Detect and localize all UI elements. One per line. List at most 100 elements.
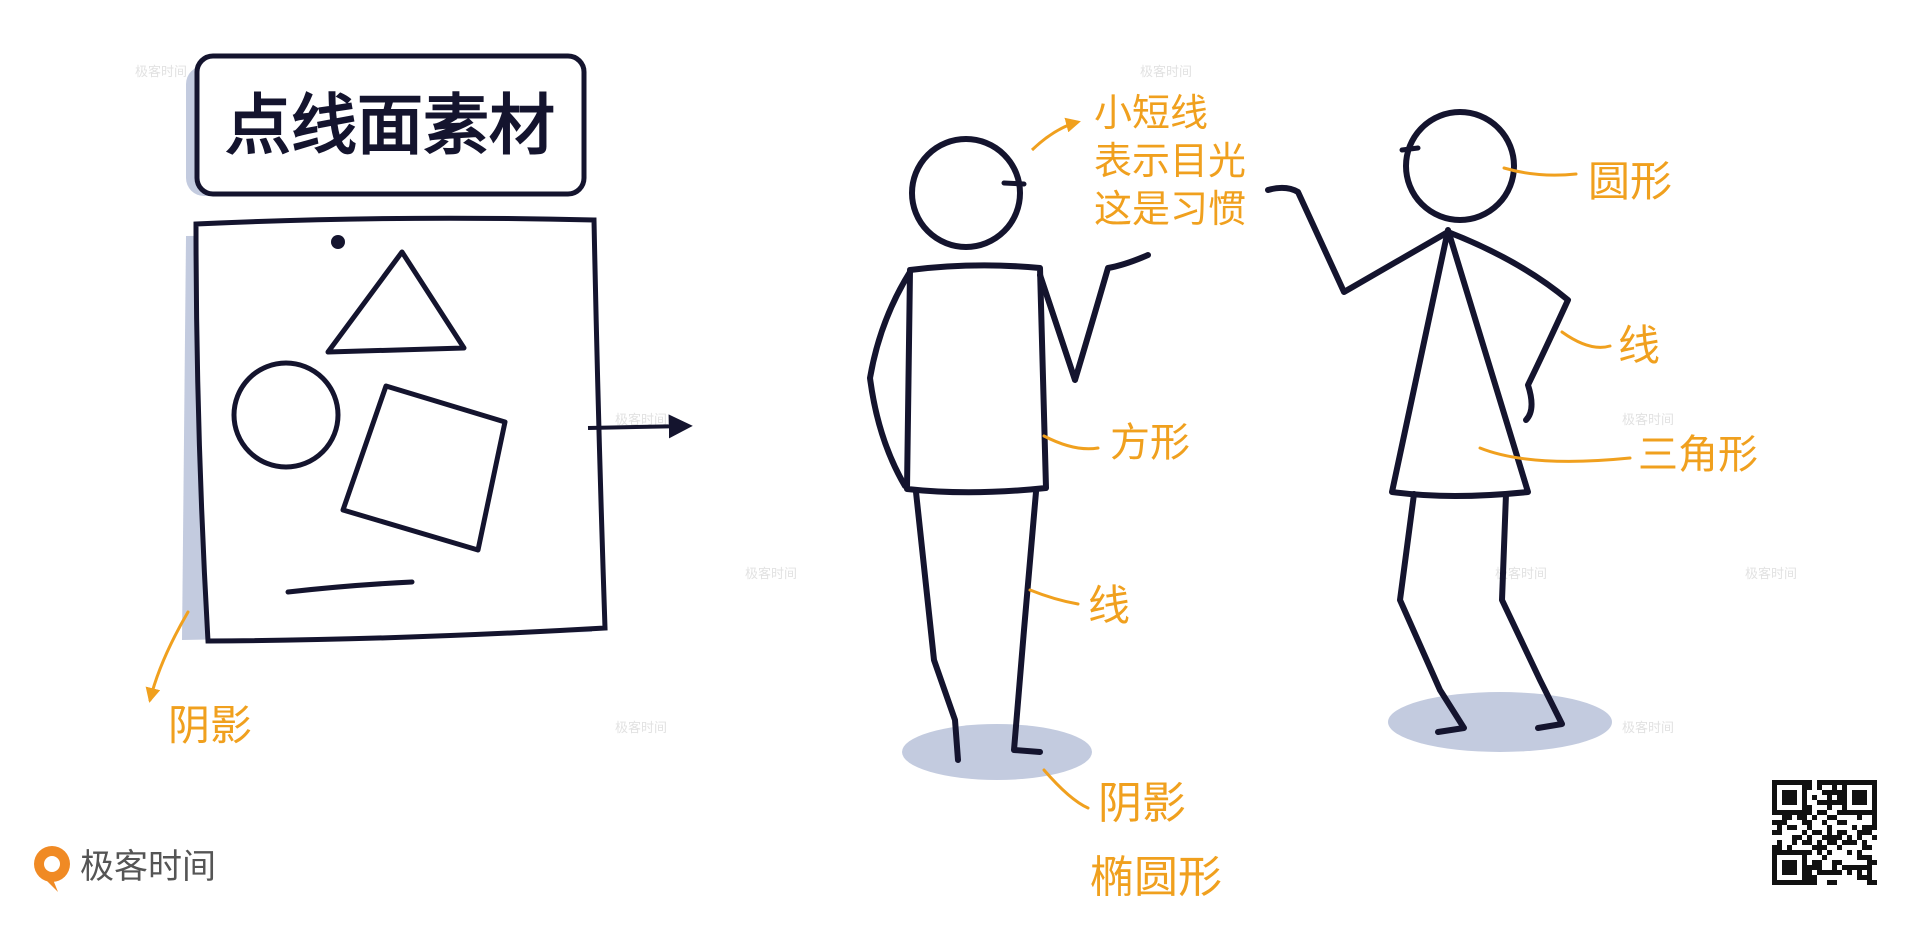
figure-right-ground-shadow (1388, 692, 1612, 752)
qr-module (1822, 835, 1827, 840)
qr-module (1772, 880, 1777, 885)
qr-module (1827, 880, 1832, 885)
qr-module (1787, 860, 1792, 865)
qr-module (1787, 845, 1792, 850)
qr-module (1872, 795, 1877, 800)
qr-module (1772, 790, 1777, 795)
leg-line-label: 线 (1088, 581, 1130, 630)
qr-module (1787, 790, 1792, 795)
qr-module (1802, 875, 1807, 880)
qr-module (1817, 780, 1822, 785)
qr-module (1847, 840, 1852, 845)
panel-shadow-pointer (145, 610, 190, 703)
qr-module (1797, 835, 1802, 840)
eye-note-pointer (1030, 117, 1081, 152)
qr-module (1832, 800, 1837, 805)
qr-module (1787, 780, 1792, 785)
qr-module (1822, 845, 1827, 850)
qr-module (1842, 865, 1847, 870)
watermark: 极客时间 (615, 720, 667, 736)
qr-module (1802, 785, 1807, 790)
qr-module (1812, 865, 1817, 870)
qr-module (1852, 825, 1857, 830)
qr-module (1782, 780, 1787, 785)
qr-module (1852, 790, 1857, 795)
qr-module (1857, 850, 1862, 855)
circle-label: 圆形 (1588, 157, 1672, 206)
qr-module (1792, 850, 1797, 855)
figure-left-leg-left (913, 489, 961, 763)
qr-module (1847, 870, 1852, 875)
qr-module (1852, 780, 1857, 785)
qr-module (1792, 825, 1797, 830)
figure-right-leg-right (1499, 491, 1565, 731)
qr-module (1832, 790, 1837, 795)
figure-left-ground-shadow (902, 724, 1092, 780)
qr-module (1827, 805, 1832, 810)
qr-module (1847, 835, 1852, 840)
qr-module (1802, 805, 1807, 810)
qr-module (1802, 810, 1807, 815)
qr-module (1812, 860, 1817, 865)
qr-module (1777, 880, 1782, 885)
qr-module (1782, 820, 1787, 825)
qr-module (1812, 880, 1817, 885)
qr-module (1842, 840, 1847, 845)
qr-module (1797, 850, 1802, 855)
qr-module (1792, 835, 1797, 840)
qr-module (1807, 820, 1812, 825)
qr-module (1802, 840, 1807, 845)
qr-module (1867, 855, 1872, 860)
qr-module (1797, 780, 1802, 785)
ellipse-label: 椭圆形 (1090, 852, 1222, 903)
qr-module (1842, 810, 1847, 815)
qr-module (1812, 830, 1817, 835)
qr-module (1827, 815, 1832, 820)
qr-module (1872, 835, 1877, 840)
qr-module (1827, 780, 1832, 785)
qr-module (1797, 880, 1802, 885)
qr-module (1827, 800, 1832, 805)
qr-module (1807, 880, 1812, 885)
qr-module (1802, 795, 1807, 800)
qr-module (1832, 785, 1837, 790)
qr-module (1857, 800, 1862, 805)
qr-module (1852, 800, 1857, 805)
qr-code-icon (1770, 778, 1882, 890)
qr-module (1817, 860, 1822, 865)
qr-module (1817, 830, 1822, 835)
qr-module (1782, 880, 1787, 885)
watermark: 极客时间 (745, 566, 797, 582)
qr-module (1857, 830, 1862, 835)
qr-module (1787, 825, 1792, 830)
figure-left-leg-right (1011, 489, 1043, 755)
qr-module (1872, 790, 1877, 795)
qr-module (1872, 805, 1877, 810)
title-text: 点线面素材 (225, 87, 555, 164)
panel-frame (193, 215, 608, 644)
circle-pointer (1502, 166, 1578, 177)
qr-module (1847, 810, 1852, 815)
qr-module (1832, 835, 1837, 840)
figure-right-body-triangle (1389, 227, 1531, 499)
qr-module (1837, 800, 1842, 805)
eye-note-line2: 表示目光 (1094, 139, 1246, 183)
qr-module (1847, 780, 1852, 785)
qr-module (1792, 865, 1797, 870)
figure-right-leg-left (1397, 491, 1467, 735)
line-shape (285, 579, 415, 595)
qr-module (1827, 870, 1832, 875)
qr-module (1872, 815, 1877, 820)
qr-module (1867, 810, 1872, 815)
qr-module (1872, 810, 1877, 815)
qr-module (1827, 850, 1832, 855)
qr-module (1807, 850, 1812, 855)
qr-module (1827, 830, 1832, 835)
qr-module (1782, 860, 1787, 865)
qr-module (1772, 805, 1777, 810)
arm-line-pointer (1560, 330, 1612, 349)
qr-module (1777, 850, 1782, 855)
qr-module (1782, 850, 1787, 855)
ground-shadow-label: 阴影 (1098, 778, 1186, 829)
